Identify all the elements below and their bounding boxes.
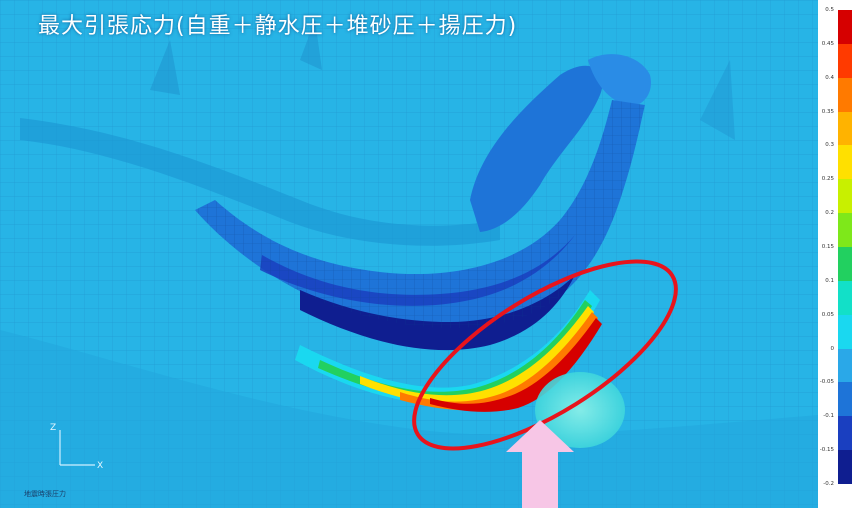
z-axis-label: Z	[50, 423, 56, 433]
legend-swatch	[838, 10, 852, 45]
legend-swatch	[838, 450, 852, 485]
legend-swatch	[838, 314, 852, 350]
pink-arrow	[506, 420, 574, 508]
legend-tick-label: 0.05	[821, 311, 834, 318]
legend-tick-label: -0.1	[823, 413, 834, 420]
legend-tick-label: 0.1	[825, 277, 834, 284]
legend-swatch	[838, 382, 852, 417]
color-legend: 0.5 0.45 0.4 0.35 0.3 0.25 0.2 0.15 0.1 0.05 0 -0.0…	[818, 0, 852, 508]
legend-swatch	[838, 280, 852, 316]
compression-core	[300, 275, 575, 351]
x-axis-label: X	[97, 461, 103, 471]
legend-tick-label: 0.35	[821, 108, 834, 115]
legend-tick-label: 0.3	[825, 142, 834, 149]
legend-swatch	[838, 43, 852, 79]
legend-tick-label: 0.25	[821, 176, 834, 183]
footnote: 地震時張圧力	[24, 490, 66, 498]
legend-tick-label: 0.45	[821, 40, 834, 47]
legend-swatch	[838, 111, 852, 146]
upper-stress-zone	[470, 65, 603, 232]
lower-foundation	[0, 330, 818, 508]
legend-tick-label: 0.2	[825, 210, 834, 217]
legend-tick-label: -0.05	[819, 379, 834, 386]
legend-swatch	[838, 247, 852, 282]
legend-swatch	[838, 213, 852, 248]
tension-band-max	[430, 318, 602, 412]
legend-swatch	[838, 416, 852, 451]
rock-joint	[300, 20, 322, 70]
dam-mesh	[195, 100, 645, 328]
legend-tick-label: 0.15	[821, 244, 834, 250]
legend-swatch	[838, 179, 852, 214]
legend-tick-label: -0.15	[819, 447, 834, 454]
tension-band-high	[360, 306, 594, 406]
stratum-band	[20, 118, 500, 246]
legend-tick-label: -0.2	[823, 481, 834, 487]
legend-swatch	[838, 145, 852, 180]
annotation-ellipse	[412, 259, 678, 451]
crest-zone	[588, 54, 651, 106]
figure-title: 最大引張応力(自重＋静水圧＋堆砂圧＋揚圧力)	[38, 14, 518, 39]
rock-joint	[700, 60, 735, 140]
legend-tick-label: 0.4	[825, 74, 834, 81]
rock-joint	[150, 40, 180, 95]
legend-tick-label: 0	[830, 345, 835, 352]
legend-tick-label: 0.5	[825, 7, 834, 13]
foundation-bulb	[535, 372, 625, 448]
legend-swatch	[838, 77, 852, 113]
legend-swatch	[838, 348, 852, 383]
